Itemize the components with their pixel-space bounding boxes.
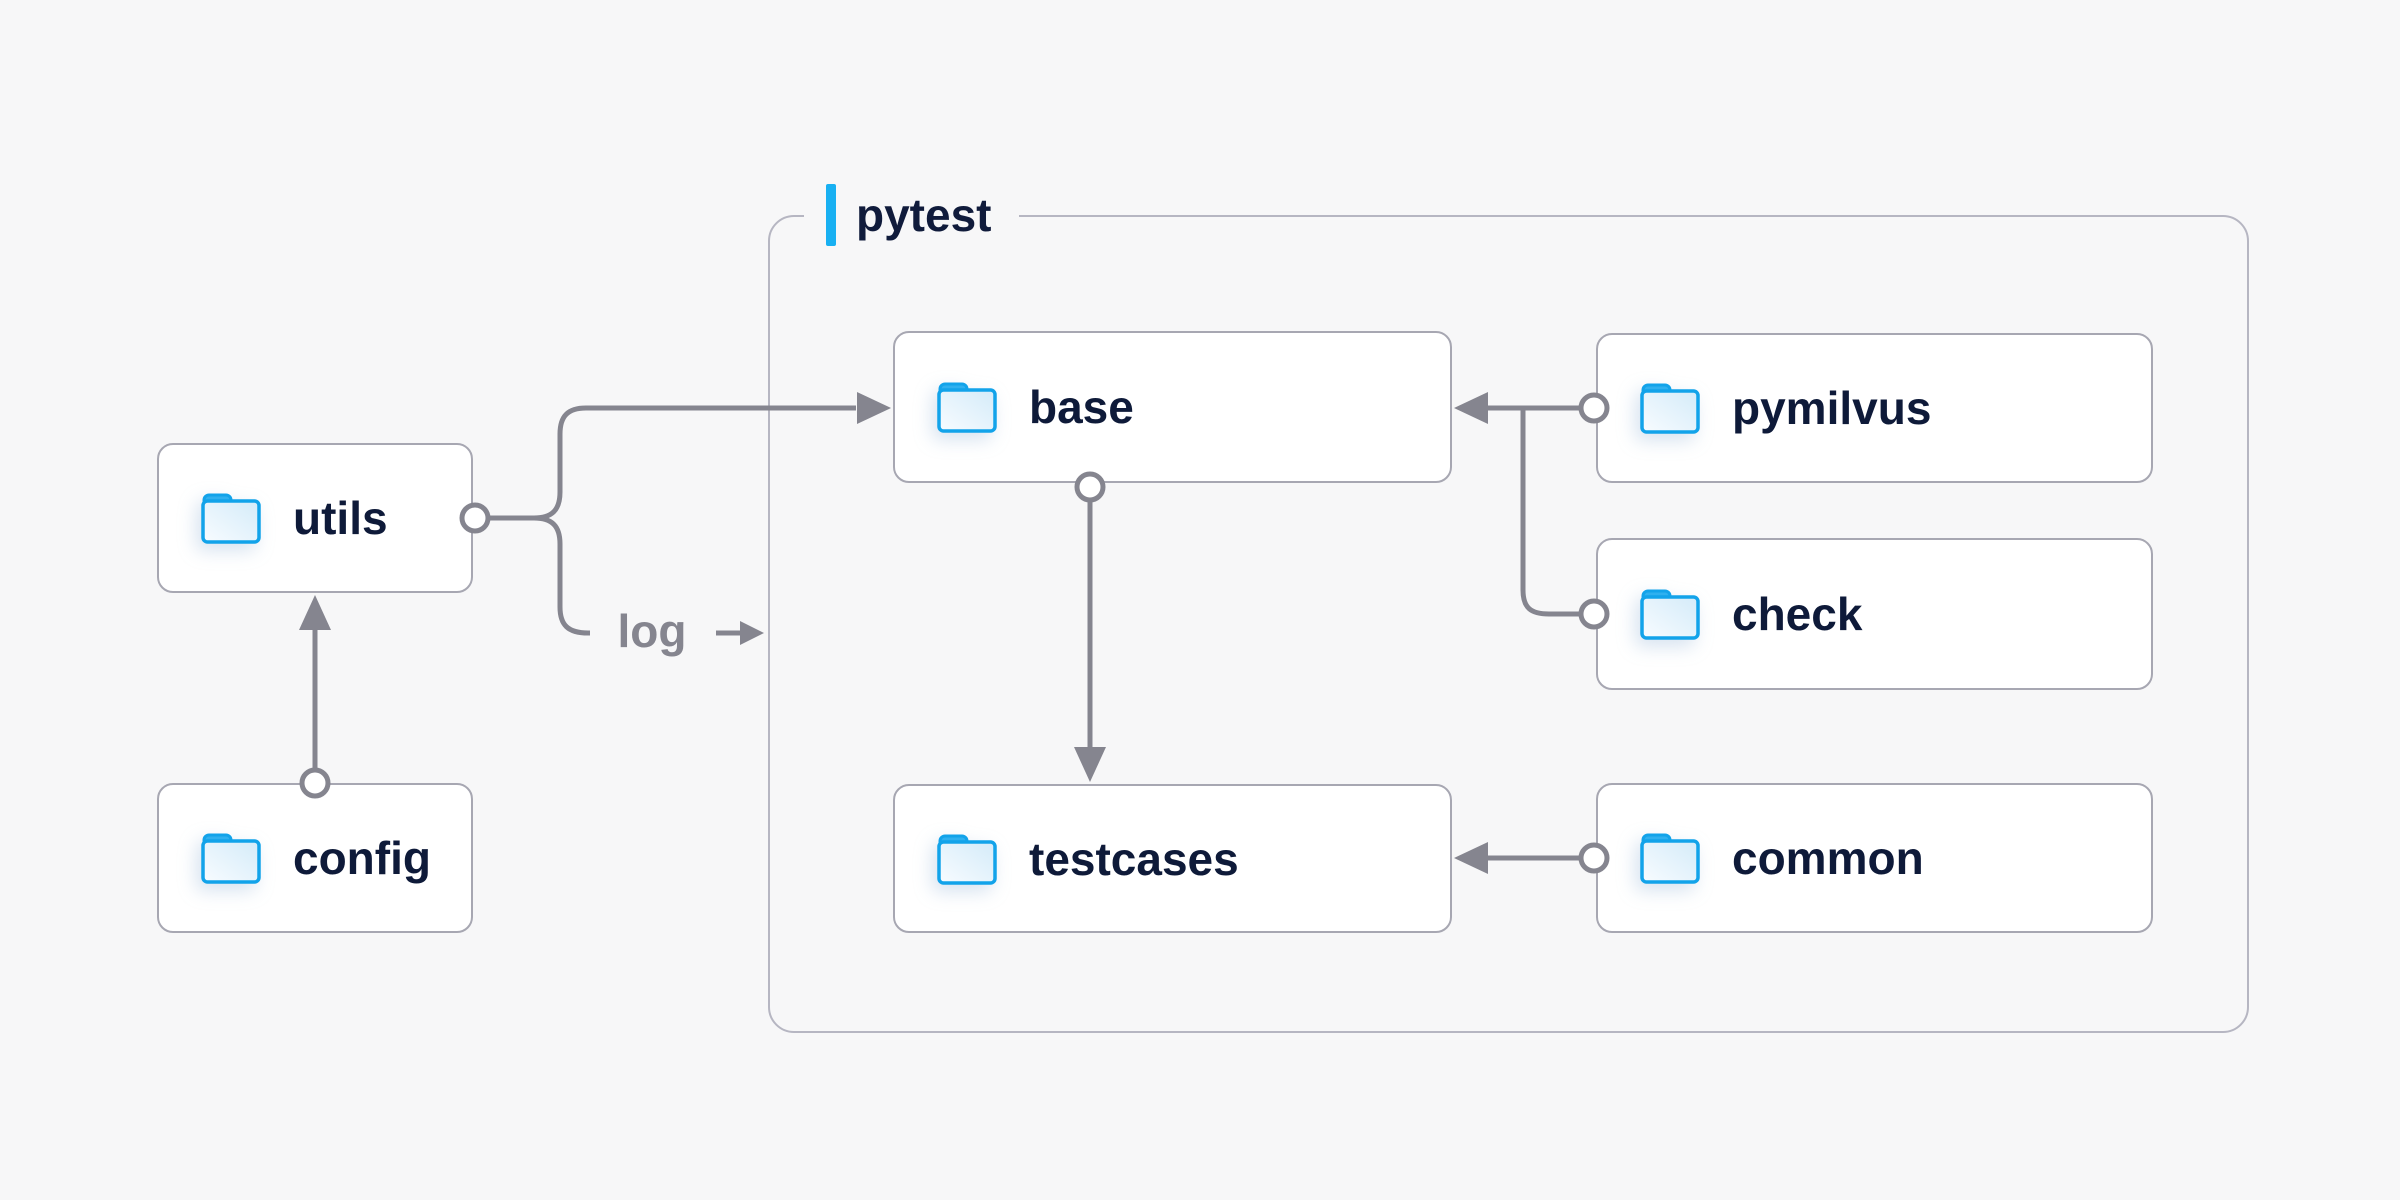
folder-icon bbox=[1640, 833, 1700, 884]
pytest-group-label: pytest bbox=[804, 183, 1020, 247]
node-label: check bbox=[1732, 588, 1863, 640]
accent-bar bbox=[826, 184, 836, 246]
folder-icon bbox=[201, 833, 261, 884]
node-label: pymilvus bbox=[1732, 382, 1932, 434]
node-label: base bbox=[1029, 381, 1134, 433]
folder-icon bbox=[937, 834, 997, 885]
node-testcases: testcases bbox=[893, 784, 1452, 933]
folder-icon bbox=[1640, 383, 1700, 434]
node-base: base bbox=[893, 331, 1452, 483]
node-common: common bbox=[1596, 783, 2153, 933]
node-label: utils bbox=[293, 492, 388, 544]
node-check: check bbox=[1596, 538, 2153, 690]
edge-config-to-utils bbox=[299, 595, 331, 799]
folder-icon bbox=[1640, 589, 1700, 640]
node-label: config bbox=[293, 832, 431, 884]
node-utils: utils bbox=[157, 443, 473, 593]
node-label: common bbox=[1732, 832, 1924, 884]
folder-icon bbox=[937, 382, 997, 433]
node-config: config bbox=[157, 783, 473, 933]
node-label: testcases bbox=[1029, 832, 1239, 885]
node-pymilvus: pymilvus bbox=[1596, 333, 2153, 483]
pytest-group-title: pytest bbox=[856, 189, 992, 241]
edge-label-log: log bbox=[617, 605, 687, 657]
pytest-group-box bbox=[768, 215, 2249, 1033]
folder-icon bbox=[201, 493, 261, 544]
